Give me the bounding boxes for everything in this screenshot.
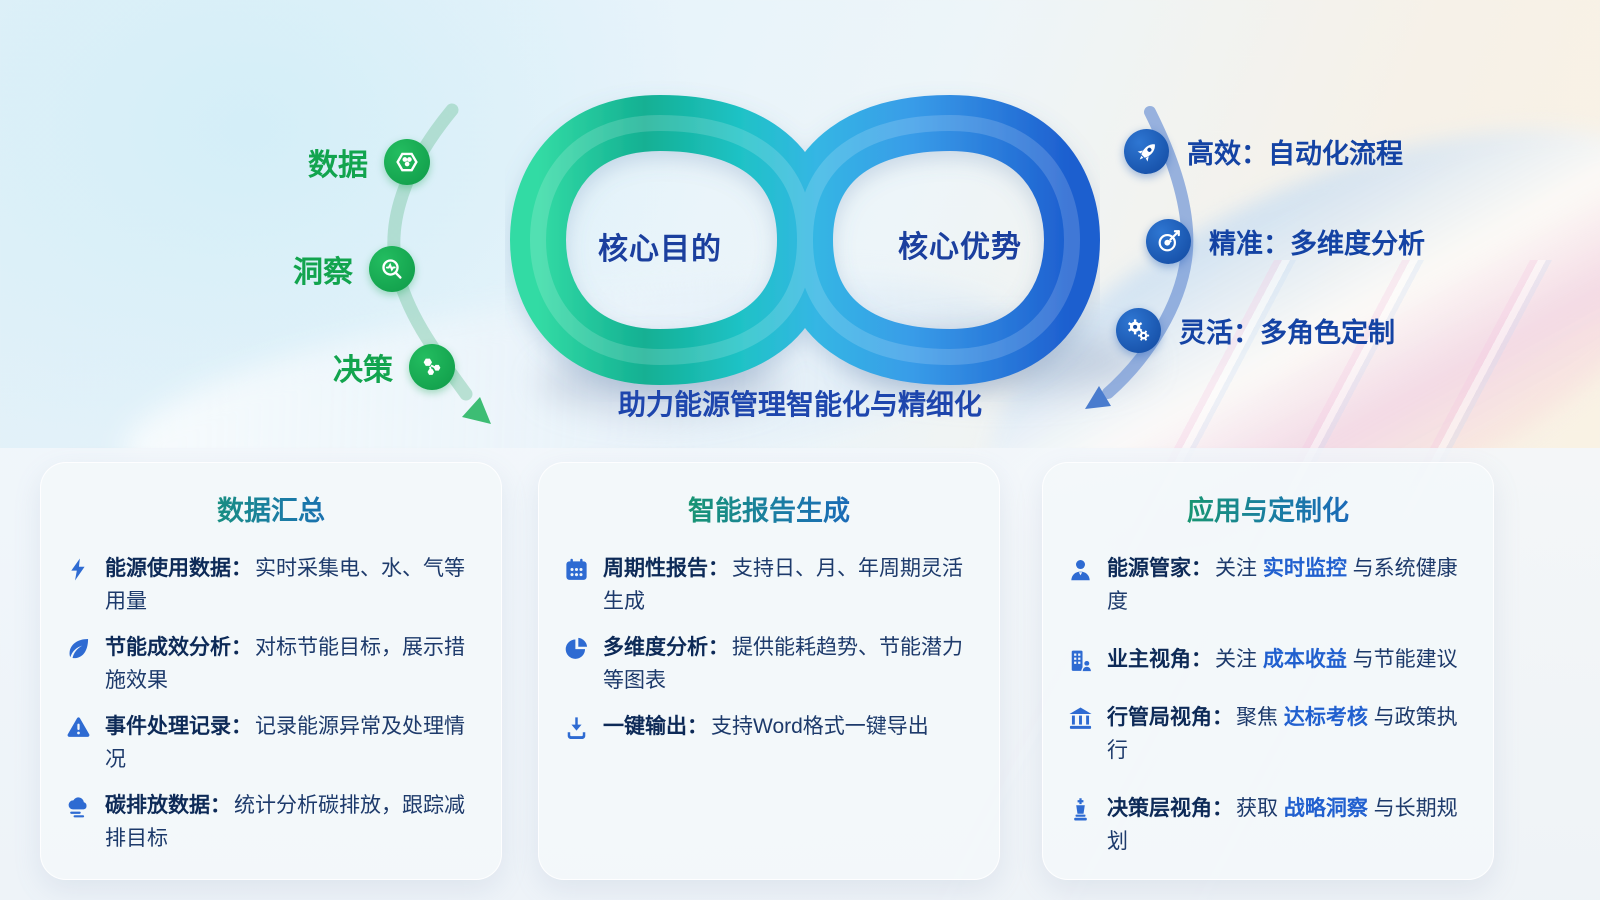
- item-label: 节能成效分析：: [105, 636, 252, 659]
- step-label: 洞察: [293, 256, 353, 289]
- list-item: 决策层视角：获取 战略洞察 与长期规划: [1067, 792, 1469, 858]
- item-highlight: 达标考核: [1283, 706, 1368, 729]
- item-label: 一键输出：: [603, 715, 708, 738]
- cloud-icon: [65, 793, 92, 820]
- right-loop-label: 核心优势: [898, 231, 1022, 264]
- feature-value: 多角色定制: [1260, 318, 1395, 348]
- gears-icon: [1116, 308, 1161, 353]
- bank-icon: [1067, 705, 1094, 732]
- arrowhead-left: [462, 397, 491, 424]
- molecule-hexagon-icon: [384, 139, 430, 185]
- step-data: 数据: [308, 139, 430, 185]
- item-highlight: 战略洞察: [1283, 797, 1368, 820]
- feature-value: 多维度分析: [1290, 229, 1425, 259]
- list-item: 碳排放数据：统计分析碳排放，跟踪减排目标: [65, 789, 477, 855]
- item-text: 支持Word格式一键导出: [711, 715, 929, 738]
- item-text: 对标节能目标，展示措施效果: [105, 636, 465, 692]
- item-highlight: 成本收益: [1262, 648, 1347, 671]
- step-label: 数据: [308, 149, 368, 182]
- list-item: 业主视角：关注 成本收益 与节能建议: [1067, 643, 1469, 676]
- list-item: 能源使用数据：实时采集电、水、气等用量: [65, 552, 477, 618]
- hero-subtitle: 助力能源管理智能化与精细化: [617, 389, 982, 420]
- item-label: 能源管家：: [1107, 557, 1212, 580]
- feature-value: 自动化流程: [1268, 139, 1403, 169]
- item-pre: 关注: [1215, 557, 1263, 580]
- list-item: 行管局视角：聚焦 达标考核 与政策执行: [1067, 701, 1469, 767]
- item-post: 与政策执行: [1107, 706, 1458, 762]
- calendar-icon: [563, 556, 590, 583]
- feature-label: 精准：: [1209, 229, 1290, 259]
- item-post: 与系统健康度: [1107, 557, 1458, 613]
- item-text: 统计分析碳排放，跟踪减排目标: [105, 794, 465, 850]
- item-text: 提供能耗趋势、节能潜力等图表: [603, 636, 963, 692]
- item-pre: 关注: [1215, 648, 1263, 671]
- step-decision: 决策: [333, 344, 455, 390]
- list-item: 一键输出：支持Word格式一键导出: [563, 710, 975, 743]
- feature-label: 高效：: [1187, 139, 1268, 169]
- item-label: 多维度分析：: [603, 636, 729, 659]
- lightning-icon: [65, 556, 92, 583]
- feature-text: 高效：自动化流程: [1187, 132, 1403, 171]
- list-item: 能源管家：关注 实时监控 与系统健康度: [1067, 552, 1469, 618]
- card-title: 数据汇总: [65, 489, 477, 528]
- item-label: 行管局视角：: [1107, 706, 1233, 729]
- insight-magnifier-icon: [369, 246, 415, 292]
- feature-flexibility: 灵活：多角色定制: [1116, 308, 1395, 353]
- list-item: 周期性报告：支持日、月、年周期灵活生成: [563, 552, 975, 618]
- user-icon: [1067, 556, 1094, 583]
- feature-text: 灵活：多角色定制: [1179, 311, 1395, 350]
- infinity-loop-graphic: [510, 95, 1100, 385]
- download-icon: [563, 714, 590, 741]
- item-label: 能源使用数据：: [105, 557, 252, 580]
- feature-precision: 精准：多维度分析: [1146, 219, 1425, 264]
- target-icon: [1146, 219, 1191, 264]
- card-title: 智能报告生成: [563, 489, 975, 528]
- rocket-icon: [1124, 129, 1169, 174]
- card-data-summary: 数据汇总 能源使用数据：实时采集电、水、气等用量 节能成效分析：对标节能目标，展…: [40, 462, 502, 880]
- leaf-icon: [65, 635, 92, 662]
- building-user-icon: [1067, 647, 1094, 674]
- item-text: 记录能源异常及处理情况: [105, 715, 465, 771]
- feature-label: 灵活：: [1179, 318, 1260, 348]
- card-application-customization: 应用与定制化 能源管家：关注 实时监控 与系统健康度 业主视角：关注 成本收益 …: [1042, 462, 1494, 880]
- item-highlight: 实时监控: [1262, 557, 1347, 580]
- card-title: 应用与定制化: [1067, 489, 1469, 528]
- item-label: 决策层视角：: [1107, 797, 1233, 820]
- item-label: 事件处理记录：: [105, 715, 252, 738]
- feature-text: 精准：多维度分析: [1209, 222, 1425, 261]
- item-text: 支持日、月、年周期灵活生成: [603, 557, 963, 613]
- item-label: 业主视角：: [1107, 648, 1212, 671]
- advantage-flow-arrow-right: [1102, 106, 1194, 399]
- list-item: 节能成效分析：对标节能目标，展示措施效果: [65, 631, 477, 697]
- warning-icon: [65, 714, 92, 741]
- item-label: 碳排放数据：: [105, 794, 231, 817]
- item-pre: 获取: [1236, 797, 1284, 820]
- pie-chart-icon: [563, 635, 590, 662]
- item-pre: 聚焦: [1236, 706, 1284, 729]
- left-loop-label: 核心目的: [598, 233, 722, 266]
- feature-efficiency: 高效：自动化流程: [1124, 129, 1403, 174]
- list-item: 多维度分析：提供能耗趋势、节能潜力等图表: [563, 631, 975, 697]
- step-insight: 洞察: [293, 246, 415, 292]
- list-item: 事件处理记录：记录能源异常及处理情况: [65, 710, 477, 776]
- card-report-generation: 智能报告生成 周期性报告：支持日、月、年周期灵活生成 多维度分析：提供能耗趋势、…: [538, 462, 1000, 880]
- item-label: 周期性报告：: [603, 557, 729, 580]
- step-label: 决策: [333, 354, 393, 387]
- item-text: 实时采集电、水、气等用量: [105, 557, 465, 613]
- chess-icon: [1067, 796, 1094, 823]
- decision-cluster-icon: [409, 344, 455, 390]
- item-post: 与长期规划: [1107, 797, 1458, 853]
- arrowhead-right: [1085, 386, 1111, 409]
- item-post: 与节能建议: [1346, 648, 1458, 671]
